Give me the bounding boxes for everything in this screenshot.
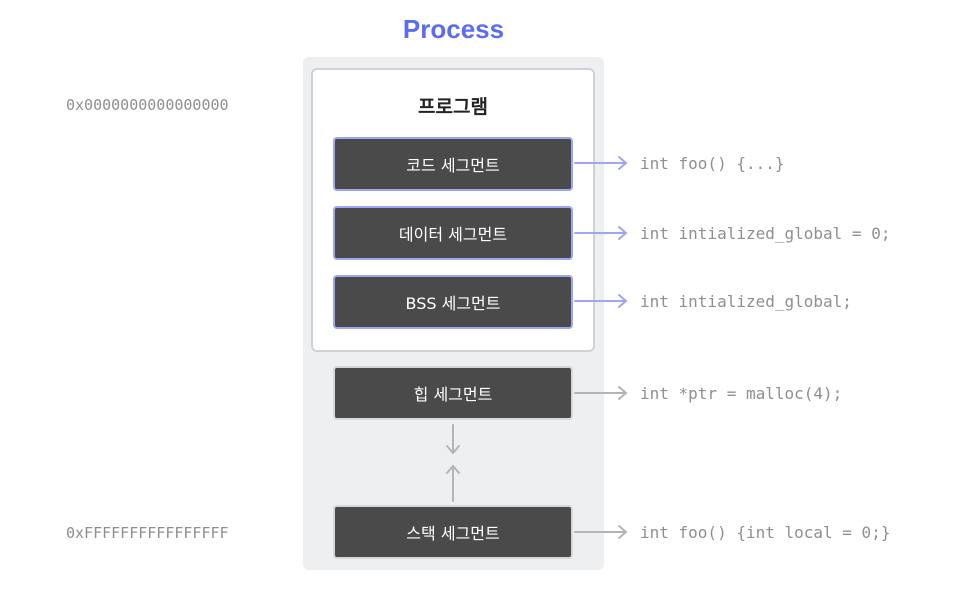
code-segment-block: 코드 세그먼트 — [333, 137, 573, 191]
stack-segment-arrow — [574, 525, 627, 539]
code-segment-arrow — [574, 156, 627, 170]
heap-segment-block: 힙 세그먼트 — [333, 366, 573, 420]
process-title: Process — [402, 14, 505, 44]
data-segment-example: int intialized_global = 0; — [640, 224, 891, 243]
heap-segment-example: int *ptr = malloc(4); — [640, 384, 843, 403]
data-segment-arrow — [574, 226, 627, 240]
stack-segment-example: int foo() {int local = 0;} — [640, 523, 891, 542]
bss-segment-block: BSS 세그먼트 — [333, 275, 573, 329]
low-address-label: 0x0000000000000000 — [66, 96, 229, 114]
stack-segment-block: 스택 세그먼트 — [333, 505, 573, 559]
heap-segment-arrow — [574, 386, 627, 400]
stack-growth-up-arrow — [446, 465, 460, 502]
high-address-label: 0xFFFFFFFFFFFFFFFF — [66, 524, 229, 542]
bss-segment-arrow — [574, 294, 627, 308]
program-title: 프로그램 — [418, 96, 488, 118]
bss-segment-example: int intialized_global; — [640, 292, 852, 311]
code-segment-example: int foo() {...} — [640, 154, 785, 173]
heap-growth-down-arrow — [446, 424, 460, 454]
data-segment-block: 데이터 세그먼트 — [333, 206, 573, 260]
